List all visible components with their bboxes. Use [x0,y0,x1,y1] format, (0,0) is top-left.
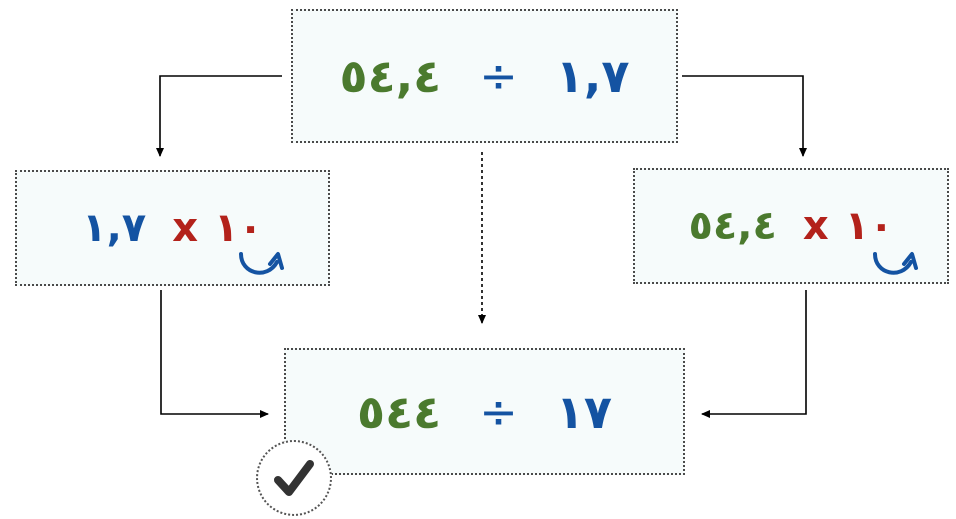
divisor-decimal: ١,٧ [555,49,630,103]
times-sign: x [172,205,198,251]
result-division-expression: ٥٤٤ ÷ ١٧ [286,350,683,473]
curved-arrow-icon [239,252,284,275]
division-sign: ÷ [479,384,518,439]
original-division-expression: ٥٤,٤ ÷ ١,٧ [293,11,676,141]
multiplier-ten: ١٠ [844,203,894,249]
checkmark-icon [274,460,314,496]
result-division-box: ٥٤٤ ÷ ١٧ [284,348,685,475]
original-division-box: ٥٤,٤ ÷ ١,٧ [291,9,678,143]
arrow-top-to-left [156,75,282,157]
dividend-integer: ٥٤٤ [357,384,442,439]
check-badge [256,440,332,516]
division-sign: ÷ [479,49,518,103]
dividend-number: ٥٤,٤ [688,203,777,249]
dividend-multiply-expression: ٥٤,٤ x ١٠ [635,170,947,282]
times-sign: x [802,203,829,249]
divisor-integer: ١٧ [555,384,612,439]
multiplier-ten: ١٠ [214,205,263,251]
divisor-multiply-expression: ١,٧ x ١٠ [17,172,328,284]
arrow-right-to-bottom [701,290,807,418]
arrow-left-to-bottom [160,290,269,418]
curved-arrow-icon [873,252,918,275]
divisor-number: ١,٧ [82,205,147,251]
arrow-top-to-right [682,75,807,157]
dividend-decimal: ٥٤,٤ [339,49,442,103]
dividend-multiply-box: ٥٤,٤ x ١٠ [633,168,949,284]
divisor-multiply-box: ١,٧ x ١٠ [15,170,330,286]
